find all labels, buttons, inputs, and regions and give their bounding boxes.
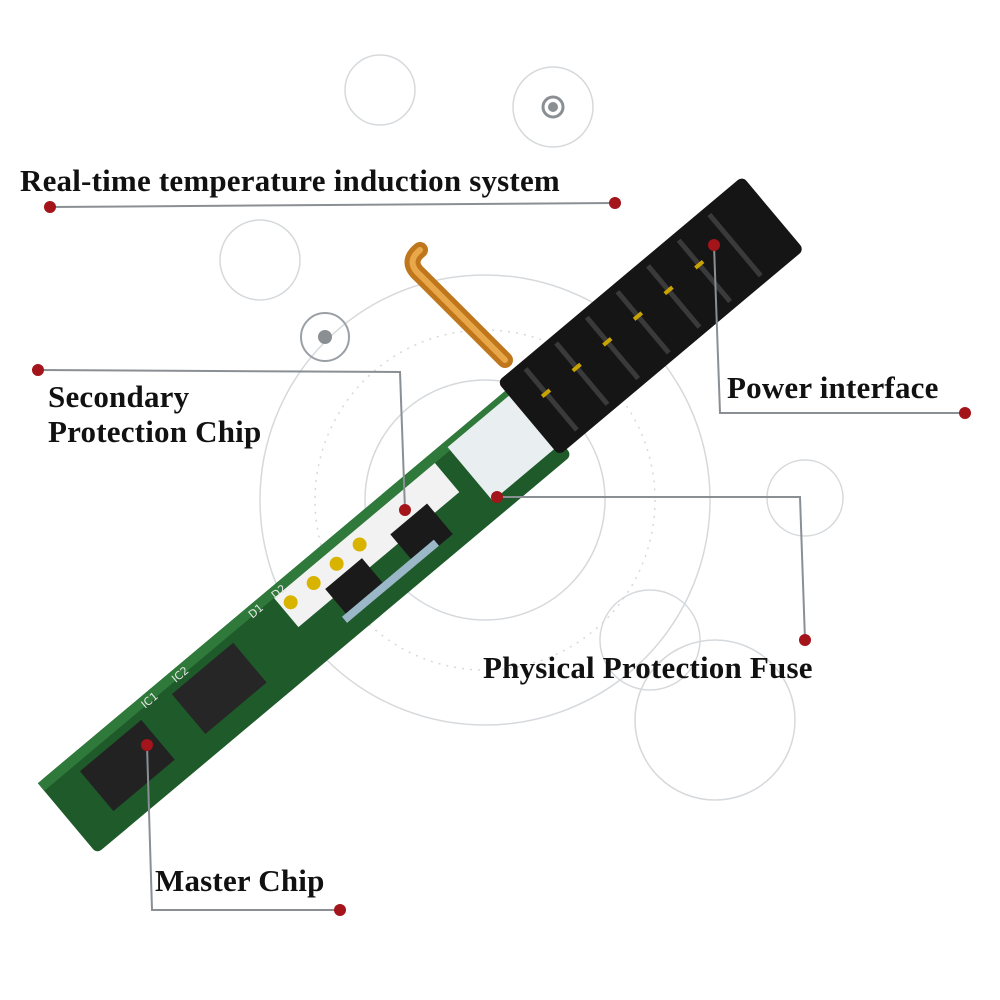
gear-center-icon (548, 102, 558, 112)
label-fuse: Physical Protection Fuse (483, 650, 813, 685)
fuse (341, 539, 440, 623)
gear-center-icon (318, 330, 332, 344)
label-power-interface: Power interface (727, 370, 939, 405)
chip-ic2 (171, 642, 267, 734)
label-master-chip: Master Chip (155, 863, 325, 898)
power-connector (499, 178, 802, 453)
label-secondary-line2: Protection Chip (48, 414, 262, 449)
callout-dots (32, 197, 971, 916)
secondary-protection-chip (325, 558, 388, 620)
background-gears (219, 54, 844, 801)
label-secondary-line1: Secondary (48, 379, 190, 414)
label-temperature-system: Real-time temperature induction system (20, 163, 560, 198)
leader-lines (37, 202, 965, 911)
